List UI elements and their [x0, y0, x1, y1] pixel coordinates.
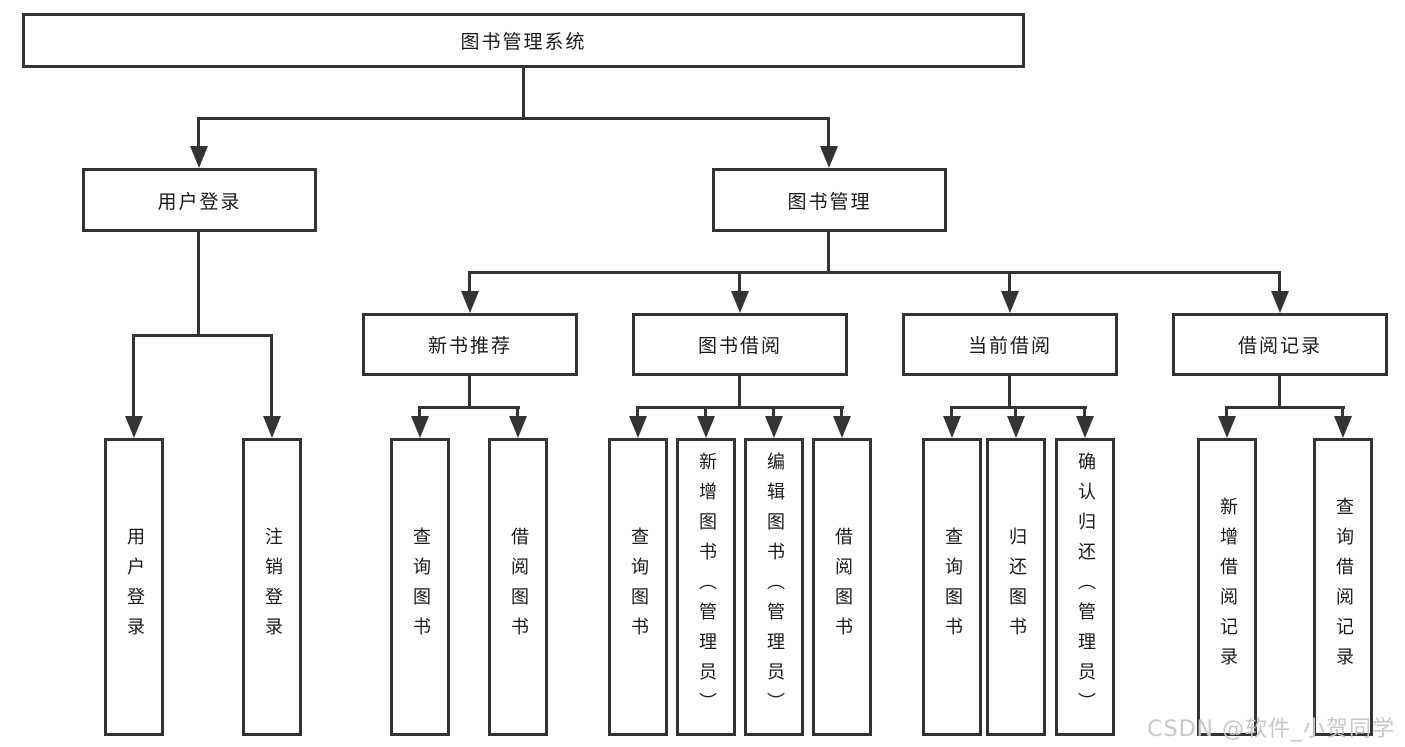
arrowhead-down-icon — [411, 416, 429, 438]
library-management-system-box: 图书管理系统 — [22, 13, 1025, 68]
connector-line — [950, 406, 953, 418]
arrowhead-down-icon — [765, 416, 783, 438]
book-management-module-box: 图书管理 — [712, 168, 947, 232]
connector-line — [1014, 406, 1017, 418]
arrowhead-down-icon — [190, 146, 208, 168]
leaf-add-borrow-record-box: 新增借阅记录 — [1197, 438, 1257, 736]
leaf-borrow-books-recommend-label: 借阅图书 — [508, 527, 529, 647]
arrowhead-down-icon — [263, 416, 281, 438]
arrowhead-down-icon — [820, 146, 838, 168]
current-borrowing-module-label: 当前借阅 — [967, 335, 1052, 357]
leaf-add-borrow-record-label: 新增借阅记录 — [1217, 497, 1238, 677]
leaf-confirm-return-admin-label: 确认归还（管理员） — [1075, 452, 1096, 722]
connector-line — [418, 406, 421, 418]
connector-line — [197, 117, 200, 148]
book-borrowing-module-box: 图书借阅 — [632, 313, 848, 376]
connector-line — [636, 406, 639, 418]
leaf-edit-books-admin-label: 编辑图书（管理员） — [764, 452, 785, 722]
arrowhead-down-icon — [461, 291, 479, 313]
arrowhead-down-icon — [1007, 416, 1025, 438]
book-management-module-label: 图书管理 — [787, 190, 872, 213]
connector-line — [132, 334, 135, 418]
connector-line — [1278, 271, 1281, 293]
connector-line — [1225, 406, 1345, 409]
new-book-recommend-module-label: 新书推荐 — [427, 335, 512, 357]
connector-line — [418, 406, 520, 409]
leaf-return-books-label: 归还图书 — [1006, 527, 1027, 647]
arrowhead-down-icon — [697, 416, 715, 438]
connector-line — [950, 406, 1087, 409]
leaf-query-books-borrowing-box: 查询图书 — [608, 438, 668, 736]
leaf-add-books-admin-label: 新增图书（管理员） — [696, 452, 717, 722]
connector-line — [468, 376, 471, 408]
leaf-logout-label: 注销登录 — [262, 527, 283, 647]
leaf-query-books-current-box: 查询图书 — [922, 438, 982, 736]
csdn-watermark: CSDN @软件_小贺同学 — [1147, 717, 1395, 742]
library-management-system-label: 图书管理系统 — [460, 31, 587, 53]
leaf-edit-books-admin-box: 编辑图书（管理员） — [744, 438, 804, 736]
arrowhead-down-icon — [1001, 291, 1019, 313]
arrowhead-down-icon — [1218, 416, 1236, 438]
connector-line — [840, 406, 843, 418]
connector-line — [516, 406, 519, 418]
connector-line — [738, 376, 741, 408]
connector-line — [1083, 406, 1086, 418]
arrowhead-down-icon — [943, 416, 961, 438]
leaf-borrow-books-borrowing-box: 借阅图书 — [812, 438, 872, 736]
leaf-query-books-borrowing-label: 查询图书 — [628, 527, 649, 647]
arrowhead-down-icon — [629, 416, 647, 438]
connector-line — [468, 271, 1281, 274]
leaf-borrow-books-borrowing-label: 借阅图书 — [832, 527, 853, 647]
leaf-confirm-return-admin-box: 确认归还（管理员） — [1055, 438, 1115, 736]
connector-line — [1225, 406, 1228, 418]
arrowhead-down-icon — [833, 416, 851, 438]
arrowhead-down-icon — [509, 416, 527, 438]
connector-line — [827, 232, 830, 273]
connector-line — [1278, 376, 1281, 408]
arrowhead-down-icon — [1076, 416, 1094, 438]
connector-line — [704, 406, 707, 418]
connector-line — [1341, 406, 1344, 418]
connector-line — [197, 232, 200, 336]
leaf-logout-box: 注销登录 — [242, 438, 302, 736]
book-borrowing-module-label: 图书借阅 — [697, 335, 782, 357]
leaf-add-books-admin-box: 新增图书（管理员） — [676, 438, 736, 736]
leaf-user-login-label: 用户登录 — [124, 527, 145, 647]
connector-line — [468, 271, 471, 293]
leaf-query-books-current-label: 查询图书 — [942, 527, 963, 647]
connector-line — [827, 117, 830, 148]
user-login-module-label: 用户登录 — [157, 190, 242, 213]
leaf-query-books-recommend-label: 查询图书 — [410, 527, 431, 647]
connector-line — [1008, 376, 1011, 408]
connector-line — [738, 271, 741, 293]
connector-line — [197, 117, 830, 120]
borrowing-records-module-label: 借阅记录 — [1237, 335, 1322, 357]
borrowing-records-module-box: 借阅记录 — [1172, 313, 1388, 376]
leaf-user-login-box: 用户登录 — [104, 438, 164, 736]
connector-line — [132, 334, 273, 337]
connector-line — [522, 68, 525, 119]
connector-line — [772, 406, 775, 418]
leaf-query-borrow-record-label: 查询借阅记录 — [1333, 497, 1354, 677]
new-book-recommend-module-box: 新书推荐 — [362, 313, 578, 376]
connector-line — [1008, 271, 1011, 293]
arrowhead-down-icon — [1334, 416, 1352, 438]
current-borrowing-module-box: 当前借阅 — [902, 313, 1118, 376]
leaf-borrow-books-recommend-box: 借阅图书 — [488, 438, 548, 736]
connector-line — [636, 406, 844, 409]
arrowhead-down-icon — [125, 416, 143, 438]
arrowhead-down-icon — [731, 291, 749, 313]
leaf-query-borrow-record-box: 查询借阅记录 — [1313, 438, 1373, 736]
leaf-query-books-recommend-box: 查询图书 — [390, 438, 450, 736]
connector-line — [270, 334, 273, 418]
user-login-module-box: 用户登录 — [82, 168, 317, 232]
arrowhead-down-icon — [1271, 291, 1289, 313]
leaf-return-books-box: 归还图书 — [986, 438, 1046, 736]
